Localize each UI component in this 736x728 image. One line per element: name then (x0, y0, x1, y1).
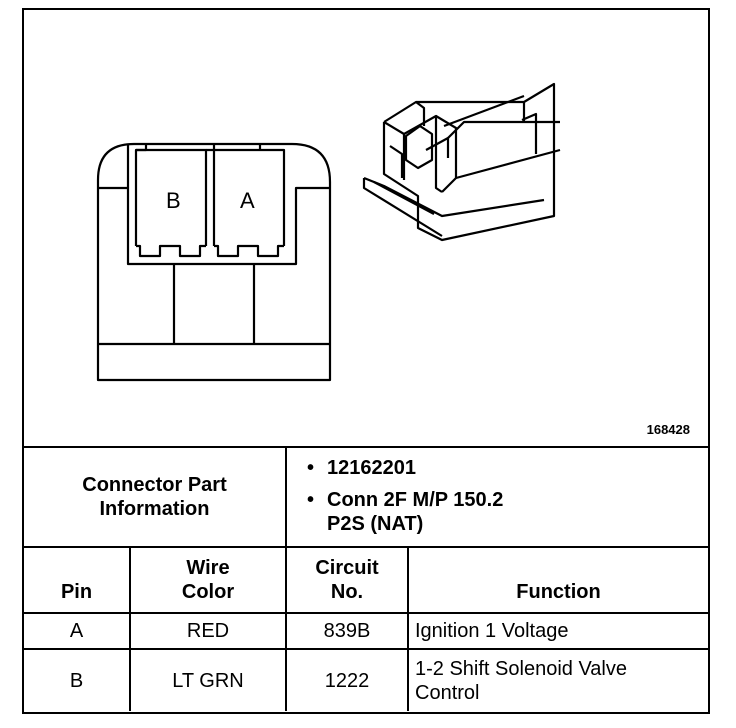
connector-figure: B A 168428 (24, 10, 708, 446)
cavity-b-outline (134, 148, 208, 246)
info-row: Connector Part Information 12162201 Conn… (24, 446, 709, 548)
row-b-pin: B (24, 648, 131, 711)
pin-label-a: A (240, 188, 255, 213)
connector-face-outline (96, 142, 332, 382)
info-label-line2: Information (99, 498, 210, 520)
row-a-circuit: 839B (285, 612, 409, 650)
info-label-line1: Connector Part (82, 474, 227, 496)
part-number: 12162201 (305, 456, 702, 480)
row-a-color: RED (129, 612, 287, 650)
table-row: A RED 839B Ignition 1 Voltage (24, 612, 709, 650)
connector-frame: B A 168428 Connector Part Information 12… (22, 8, 710, 714)
header-function: Function (406, 546, 709, 614)
row-a-pin: A (24, 612, 131, 650)
row-a-function: Ignition 1 Voltage (406, 612, 709, 650)
connector-iso-body (383, 82, 556, 242)
connector-table: Connector Part Information 12162201 Conn… (24, 446, 709, 711)
header-pin: Pin (24, 546, 131, 614)
connector-drawing (96, 82, 561, 382)
figure-id: 168428 (646, 422, 690, 437)
row-b-color: LT GRN (129, 648, 287, 711)
info-label-cell: Connector Part Information (24, 446, 287, 548)
pin-label-b: B (166, 188, 181, 213)
row-b-circuit: 1222 (285, 648, 409, 711)
cavity-a-outline (212, 148, 286, 246)
